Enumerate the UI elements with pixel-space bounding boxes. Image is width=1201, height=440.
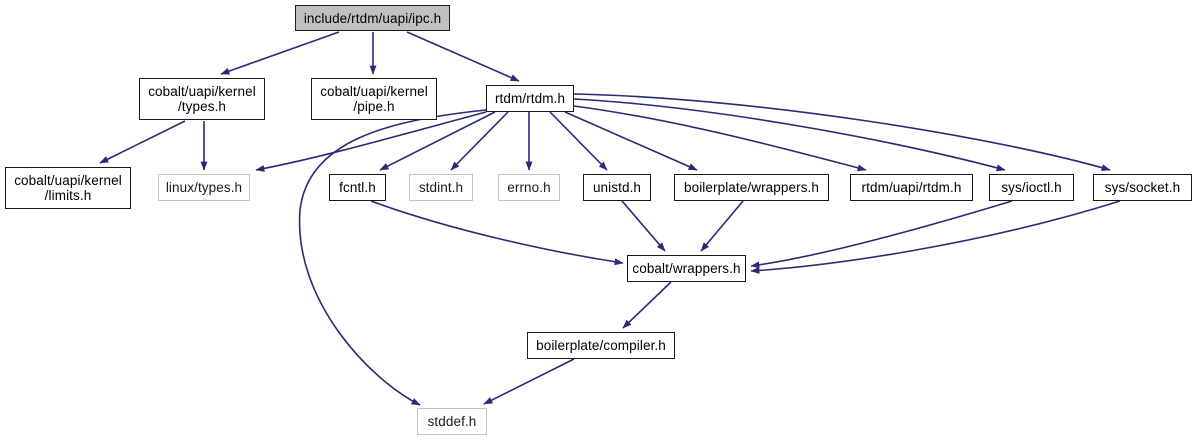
edge-bp-wrappers-to-cobalt-wrappers: [700, 200, 744, 252]
edge-ipc-to-cobalt-types: [220, 31, 340, 75]
edge-rtdm-to-stddef: [298, 109, 487, 406]
node-cobalt_limits[interactable]: cobalt/uapi/kernel /limits.h: [5, 167, 131, 209]
edge-sys-socket-to-cobalt-wrappers: [750, 200, 1121, 274]
edge-rtdm-to-linux-types: [255, 111, 487, 172]
node-linux_types[interactable]: linux/types.h: [158, 174, 250, 201]
edge-fcntl-to-cobalt-wrappers: [370, 200, 624, 266]
edge-unistd-to-cobalt-wrappers: [621, 200, 666, 252]
edge-ipc-to-rtdm-rtdm: [406, 31, 520, 82]
node-rtdm_rtdm[interactable]: rtdm/rtdm.h: [486, 85, 574, 112]
node-errno[interactable]: errno.h: [498, 174, 560, 201]
edge-rtdm-to-sys-ioctl: [573, 98, 1006, 172]
edge-sys-ioctl-to-cobalt-wrappers: [750, 200, 1013, 269]
node-bp_wrappers[interactable]: boilerplate/wrappers.h: [674, 174, 829, 201]
node-sys_socket[interactable]: sys/socket.h: [1093, 174, 1192, 201]
node-ipc: include/rtdm/uapi/ipc.h: [295, 5, 450, 31]
node-sys_ioctl[interactable]: sys/ioctl.h: [989, 174, 1074, 201]
node-bp_compiler[interactable]: boilerplate/compiler.h: [527, 332, 675, 359]
node-rtdm_uapi_rtdm[interactable]: rtdm/uapi/rtdm.h: [850, 174, 973, 201]
node-cobalt_pipe[interactable]: cobalt/uapi/kernel /pipe.h: [311, 78, 437, 120]
edge-rtdm-to-bp-wrappers: [564, 111, 698, 171]
edge-rtdm-to-rtdm-uapi-rtdm: [573, 105, 867, 172]
node-cobalt_types[interactable]: cobalt/uapi/kernel /types.h: [139, 78, 265, 120]
node-fcntl[interactable]: fcntl.h: [329, 174, 386, 201]
edge-rtdm-to-fcntl: [379, 111, 496, 171]
node-cobalt_wrappers[interactable]: cobalt/wrappers.h: [627, 255, 746, 282]
edge-rtdm-to-stdint: [450, 111, 509, 171]
node-unistd[interactable]: unistd.h: [583, 174, 651, 201]
edge-rtdm-to-sys-socket: [573, 93, 1111, 172]
edge-rtdm-to-unistd: [549, 111, 608, 171]
edge-bp-compiler-to-stddef: [483, 358, 575, 405]
edge-cobalt-wrappers-to-bp-compiler: [622, 281, 672, 329]
node-stdint[interactable]: stdint.h: [409, 174, 473, 201]
node-stddef[interactable]: stddef.h: [417, 408, 487, 435]
edge-cobalt-types-to-cobalt-limits: [99, 120, 186, 164]
